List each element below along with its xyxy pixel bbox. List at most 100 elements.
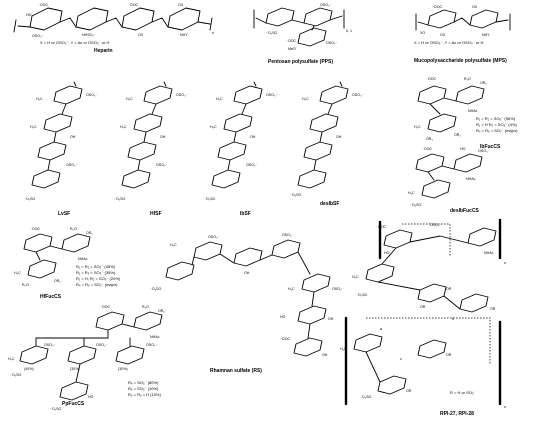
lvsf-label-ch3-2: H₃C	[30, 125, 37, 129]
rs-label-cooh: ⁻OOC	[280, 337, 290, 341]
hffuccs-structure: ⁻OOC R₄O OR₆ NHAc H₃C OR₂ R₃O R₁ = R₂ = …	[14, 227, 121, 300]
lvsf-label-oso3: OSO₃⁻	[86, 93, 97, 97]
desibfuccs-label-ho: HO	[460, 147, 466, 151]
ibfuccs-label-r4o: R₄O	[464, 77, 471, 81]
pps-ring-2	[303, 7, 333, 27]
hfsf-label-ch3-1: H₃C	[126, 97, 133, 101]
mps-label-cooh: ⁻OOC	[432, 5, 442, 9]
hffuccs-label-or2: OR₂	[54, 279, 61, 283]
heparin-label-ho-1: HO	[26, 13, 32, 17]
rpi-label-ho: HO	[384, 251, 390, 255]
ppfuccs-ring-gal	[95, 311, 125, 331]
ibsf-label-ch3-1: H₃C	[216, 97, 223, 101]
rs-ring-3	[271, 239, 301, 259]
desibsf-title: desIbSF	[320, 201, 339, 207]
hffuccs-legend-2: R₁ = R₃ = SO₃⁻ (35%)	[76, 270, 116, 275]
lvsf-ring-1	[53, 85, 83, 105]
rs-label-oh-2: OH	[328, 317, 334, 321]
rpi-label-cooh: ⁻OOC	[376, 225, 386, 229]
ibsf-label-oso3: OSO₃⁻	[266, 93, 277, 97]
desibfuccs-label-cooh: ⁻OOC	[422, 147, 432, 151]
pps-structure: ⁻O₃SO OSO₃⁻ ⁻OOC MeO OSO₃⁻ 0, 1 Pentosan…	[253, 3, 352, 65]
lvsf-label-oh: OH	[70, 135, 76, 139]
rpi-label-b: b	[452, 317, 454, 321]
ppfuccs-label-oso3-4: OSO₃⁻	[146, 343, 157, 347]
rs-ring-4	[165, 261, 195, 281]
ibfuccs-ring-galnac	[455, 85, 485, 105]
rs-ring-2	[233, 247, 263, 267]
hffuccs-legend-3: R₁ = H; R₂ = SO₃⁻ (20%)	[76, 276, 121, 281]
rs-label-oh-3: OH	[322, 353, 328, 357]
ibfuccs-label-or6: OR₆	[480, 81, 487, 85]
pps-label-meo: MeO	[288, 47, 296, 51]
ibsf-ring-2	[223, 113, 253, 133]
ppfuccs-label-ch3-1: H₃C	[8, 357, 15, 361]
hffuccs-ring-fuc	[27, 259, 57, 279]
hfsf-title: HfSF	[150, 211, 162, 217]
ibsf-ring-4	[211, 169, 241, 189]
lvsf-ring-4	[31, 169, 61, 189]
desibsf-ring-1	[319, 85, 349, 105]
hfsf-label-oso3-2: OSO₃⁻	[156, 163, 167, 167]
ibsf-ring-3	[217, 141, 247, 161]
heparin-label-nhso3: NHSO₃⁻	[82, 33, 96, 37]
rpi-ring-fuc-6	[377, 375, 407, 395]
hffuccs-ring-gal	[23, 233, 53, 253]
lvsf-ring-3	[37, 141, 67, 161]
ppfuccs-label-oso3-2: ⁻O₃SO	[10, 373, 22, 377]
rpi-label-or-2: OR	[420, 305, 426, 309]
rpi-title: RPI-27, RPI-28	[440, 411, 474, 417]
ppfuccs-label-nhac: NHAc	[150, 335, 160, 339]
desibsf-structure: OSO₃⁻ H₃C OH ⁻O₃SO desIbSF	[290, 81, 363, 207]
ibsf-title: IbSF	[240, 211, 251, 217]
heparin-label-n: n	[212, 31, 214, 35]
hfsf-structure: OSO₃⁻ H₃C H₃C OH OSO₃⁻ ⁻O₃SO HfSF	[114, 81, 187, 217]
desibsf-label-ch3-1: H₃C	[302, 97, 309, 101]
heparin-label-ox-2: OX	[178, 3, 184, 7]
mps-ring-1	[427, 9, 457, 29]
desibsf-ring-2	[309, 113, 339, 133]
rpi-label-n-2: n	[504, 405, 506, 409]
ibfuccs-label-or3: OR₃	[426, 137, 433, 141]
hffuccs-ring-galnac	[61, 233, 91, 253]
heparin-ring-1	[29, 7, 63, 31]
rpi-label-nhac: NHAc	[484, 251, 494, 255]
desibsf-ring-4	[297, 169, 327, 189]
ppfuccs-ring-fuc-1	[19, 345, 49, 365]
ppfuccs-label-or6: OR₆	[158, 309, 165, 313]
hffuccs-label-ch3: H₃C	[14, 271, 21, 275]
ppfuccs-pct-3: (30%)	[118, 367, 128, 371]
pps-label-cooh: ⁻OOC	[286, 39, 296, 43]
lvsf-ring-2	[43, 113, 73, 133]
heparin-label-oso3-1: OSO₃⁻	[32, 34, 43, 38]
pps-label-oso3-3: OSO₃⁻	[326, 41, 337, 45]
ppfuccs-pct-1: (40%)	[24, 367, 34, 371]
pps-label-oso3-1: ⁻O₃SO	[266, 31, 278, 35]
hfsf-ring-3	[127, 141, 157, 161]
rpi-ring-fuc-4	[353, 333, 383, 353]
hfsf-label-ch3-2: H₃C	[120, 125, 127, 129]
mps-legend: X = H or OSO₃⁻, Y = Ac or OSO₃⁻ or H	[414, 40, 483, 45]
hffuccs-label-r3o: R₃O	[22, 283, 29, 287]
rpi-label-n-1: n	[504, 261, 506, 265]
ibfuccs-legend-2: R₁ = H R₂ = SO₃⁻ (4%)	[476, 122, 518, 127]
ibfuccs-ring-gal	[417, 85, 447, 105]
rs-ring-7	[293, 337, 323, 357]
ppfuccs-label-oso3-1: OSO₃⁻	[44, 343, 55, 347]
mps-label-xo: XO	[420, 31, 425, 35]
ibfuccs-label-ch3: H₃C	[414, 125, 421, 129]
ppfuccs-label-r4o: R₄O	[142, 305, 149, 309]
desibfuccs-label-oso3: OSO₃⁻	[478, 149, 489, 153]
rpi-label-oso3-2: ⁻O₃SO	[356, 293, 368, 297]
rpi-label-ch3-2: H₃C	[340, 347, 347, 351]
ppfuccs-pct-2: (30%)	[70, 367, 80, 371]
lvsf-label-oso3-3: ⁻O₃SO	[24, 197, 36, 201]
rs-label-ho: HO	[280, 315, 286, 319]
ppfuccs-legend-2: R₆ = SO₃⁻ (10%)	[128, 386, 159, 391]
desibsf-label-oh: OH	[336, 135, 342, 139]
ibfuccs-structure: ⁻OOC R₄O OR₆ NHAc H₃C OR₂ OR₃ R₁ = R₂ = …	[414, 77, 518, 150]
desibfuccs-ring-fuc	[421, 179, 451, 199]
desibfuccs-ring-gal	[415, 153, 445, 173]
ppfuccs-title: PpFucCS	[62, 401, 85, 407]
hfsf-ring-4	[121, 169, 151, 189]
